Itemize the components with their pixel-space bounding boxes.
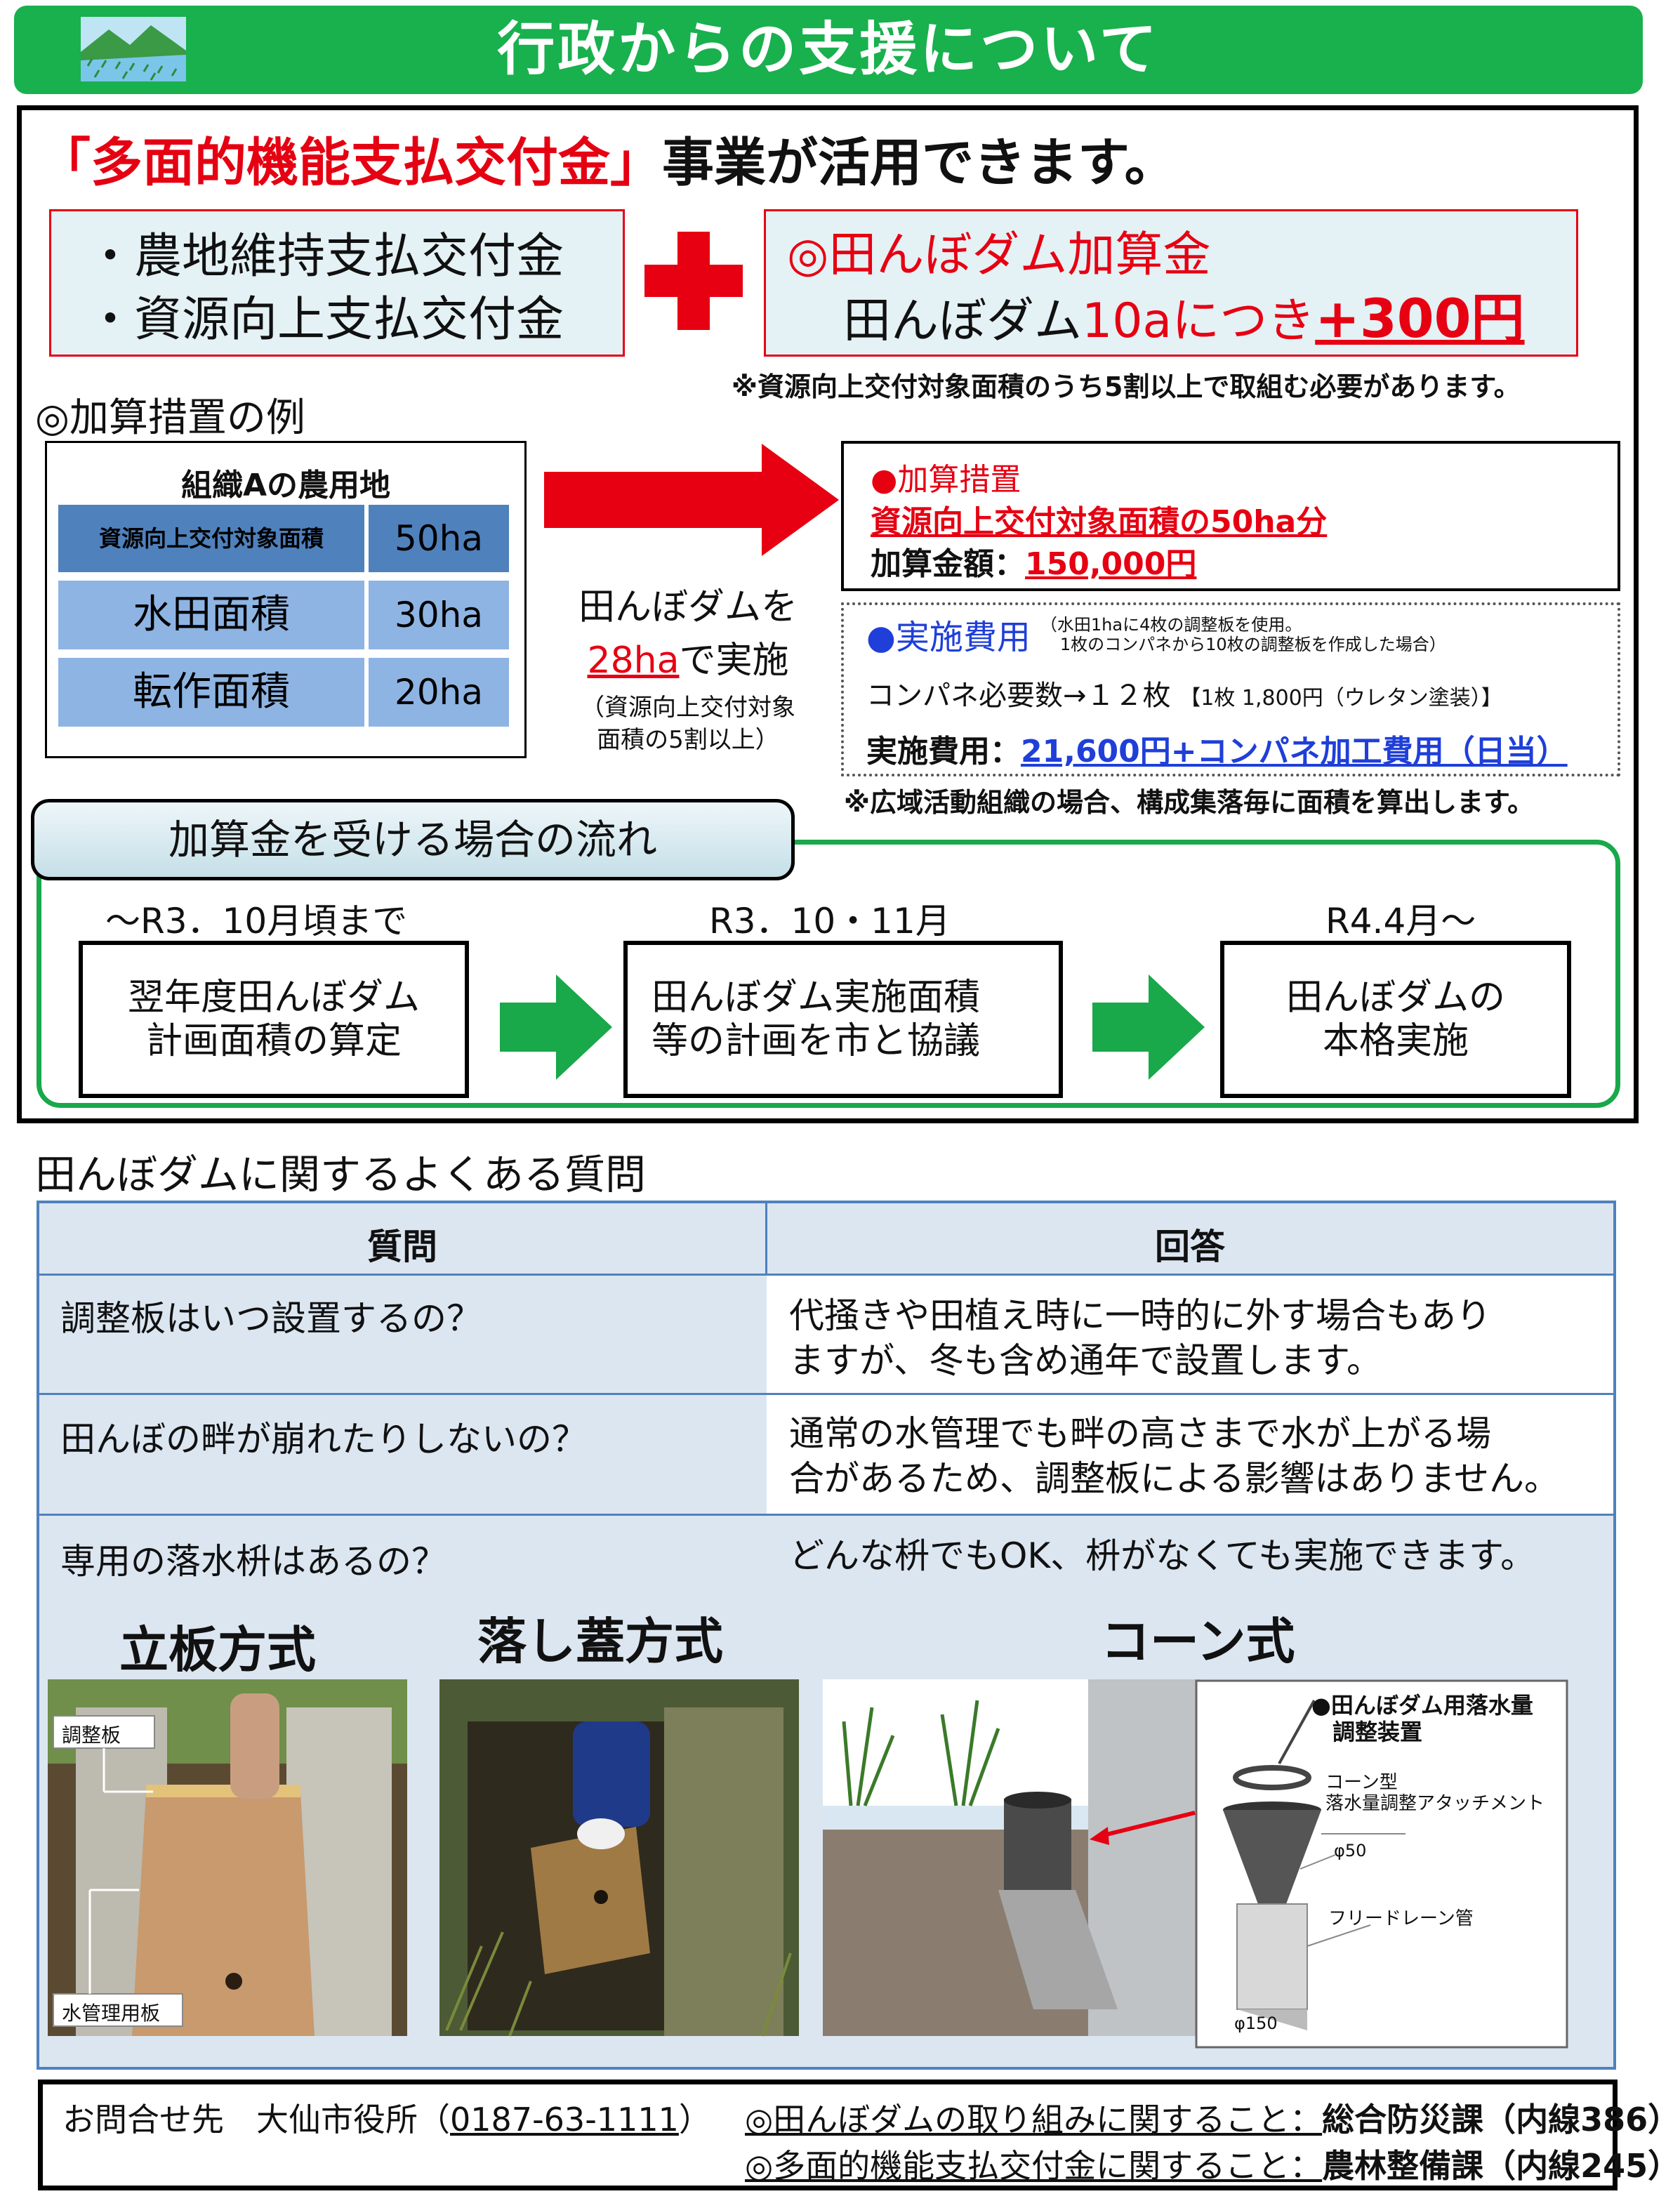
- rice-field-logo-icon: [81, 17, 186, 81]
- method-title: 落し蓋方式: [477, 1613, 723, 1670]
- drop-lid-photo: [439, 1679, 799, 2037]
- cone-device-diagram: [1195, 1679, 1568, 2049]
- bonus-title: ◎田んぼダム加算金: [787, 227, 1211, 283]
- addition-title: ●加算措置: [871, 462, 1021, 498]
- table-row: [39, 1514, 1613, 1594]
- implement-sub2: 面積の5割以上）: [597, 726, 779, 754]
- cost-panels: コンパネ必要数→１２枚 【1枚 1,800円（ウレタン塗装）】: [866, 680, 1502, 712]
- header-banner: 行政からの支援について: [14, 6, 1643, 94]
- plus-icon-vertical: [677, 232, 710, 330]
- headline: 「多面的機能支払交付金」事業が活用できます。: [39, 121, 1177, 196]
- flow-step-2: 田んぼダム実施面積等の計画を市と協議: [623, 941, 1063, 1098]
- org-area-table: 組織Aの農用地 資源向上交付対象面積 50ha 水田面積 30ha 転作面積 2…: [45, 441, 527, 758]
- cost-title: ●実施費用: [866, 618, 1031, 657]
- flow-step-1: 翌年度田んぼダム計画面積の算定: [79, 941, 469, 1098]
- requirement-note: ※資源向上交付対象面積のうち5割以上で取組む必要があります。: [732, 371, 1521, 402]
- bonus-box: ◎田んぼダム加算金 田んぼダム10aにつき+300円: [764, 209, 1578, 357]
- contact-box: お問合せ先 大仙市役所（0187-63-1111） ◎田んぼダムの取り組みに関す…: [38, 2080, 1680, 2190]
- org-row-value: 50ha: [367, 503, 510, 574]
- payments-box: ・農地維持支払交付金 ・資源向上支払交付金: [49, 209, 625, 357]
- faq-header-question: 質問: [367, 1227, 437, 1267]
- device-label: フリードレーン管: [1328, 1908, 1474, 1929]
- faq-answer-cell: [767, 1393, 1613, 1514]
- faq-header-row: [39, 1203, 1613, 1274]
- standing-board-photo: [48, 1679, 407, 2036]
- device-label: φ150: [1234, 2014, 1278, 2033]
- headline-program: 「多面的機能支払交付金」: [39, 133, 662, 193]
- flow-label: 加算金を受ける場合の流れ: [31, 799, 795, 880]
- headline-rest: 事業が活用できます。: [662, 133, 1177, 193]
- implement-line1: 田んぼダムを: [578, 586, 798, 628]
- payment-item: ・資源向上支払交付金: [86, 292, 564, 348]
- faq-answer: 代掻きや田植え時に一時的に外す場合もありますが、冬も含め通年で設置します。: [789, 1295, 1491, 1381]
- cost-box: ●実施費用 （水田1haに4枚の調整板を使用。1枚のコンパネから10枚の調整板を…: [841, 602, 1620, 776]
- addition-area: 資源向上交付対象面積の50ha分: [871, 504, 1328, 540]
- faq-answer: 通常の水管理でも畔の高さまで水が上がる場合があるため、調整板による影響はありませ…: [789, 1413, 1559, 1499]
- contact-phone[interactable]: 0187-63-1111: [450, 2101, 679, 2138]
- green-arrow-icon: [1092, 974, 1205, 1080]
- flow-date: R3．10・11月: [709, 901, 951, 941]
- flow-step-3: 田んぼダムの本格実施: [1220, 941, 1571, 1098]
- contact-office: お問合せ先 大仙市役所（0187-63-1111）: [62, 2101, 711, 2138]
- org-title: 組織Aの農用地: [180, 468, 391, 503]
- org-row-label: 水田面積: [57, 579, 366, 651]
- faq-title: 田んぼダムに関するよくある質問: [35, 1151, 647, 1198]
- faq-question: 専用の落水枡はあるの？: [60, 1541, 447, 1582]
- example-title: ◎加算措置の例: [35, 395, 305, 441]
- page-title: 行政からの支援について: [497, 16, 1160, 83]
- org-row-label: 資源向上交付対象面積: [57, 503, 366, 574]
- addition-box: ●加算措置 資源向上交付対象面積の50ha分 加算金額：150,000円: [841, 441, 1620, 591]
- area-note: ※広域活動組織の場合、構成集落毎に面積を算出します。: [844, 787, 1535, 818]
- contact-line-1: ◎田んぼダムの取り組みに関すること：総合防災課（内線386）: [745, 2101, 1680, 2138]
- faq-answer: どんな枡でもOK、枡がなくても実施できます。: [789, 1535, 1536, 1576]
- red-arrow-icon: [544, 444, 839, 556]
- implement-sub1: （資源向上交付対象: [581, 694, 795, 722]
- addition-amount: 加算金額：150,000円: [871, 546, 1197, 582]
- bonus-rate: 田んぼダム10aにつき+300円: [843, 287, 1525, 350]
- org-row-label: 転作面積: [57, 656, 366, 728]
- faq-question: 田んぼの畔が崩れたりしないの？: [60, 1419, 587, 1460]
- cost-note: （水田1haに4枚の調整板を使用。1枚のコンパネから10枚の調整板を作成した場合…: [1040, 615, 1446, 654]
- flow-section: [37, 840, 1620, 1108]
- support-section: [17, 105, 1639, 1123]
- faq-header-answer: 回答: [1155, 1227, 1225, 1267]
- flow-date: R4.4月〜: [1325, 901, 1476, 941]
- cost-header: ●実施費用 （水田1haに4枚の調整板を使用。1枚のコンパネから10枚の調整板を…: [866, 615, 1618, 660]
- method-title: 立板方式: [119, 1621, 316, 1679]
- method-title: コーン式: [1101, 1613, 1295, 1670]
- org-row-value: 30ha: [367, 579, 510, 651]
- implement-line2: 28haで実施: [587, 640, 789, 682]
- device-label: φ50: [1334, 1841, 1367, 1860]
- cost-total: 実施費用：21,600円+コンパネ加工費用（日当）: [866, 734, 1568, 769]
- payment-item: ・農地維持支払交付金: [86, 229, 564, 284]
- flow-date: 〜R3．10月頃まで: [105, 901, 408, 941]
- contact-line-2: ◎多面的機能支払交付金に関すること：農林整備課（内線245）: [745, 2147, 1680, 2185]
- faq-table: 質問 回答 調整板はいつ設置するの？ 代掻きや田植え時に一時的に外す場合もありま…: [37, 1201, 1616, 1594]
- photo-label: 調整板: [62, 1724, 121, 1747]
- green-arrow-icon: [500, 974, 612, 1080]
- cone-illustration: [823, 1679, 1201, 2036]
- device-label: コーン型落水量調整アタッチメント: [1325, 1772, 1545, 1814]
- org-row-value: 20ha: [367, 656, 510, 728]
- device-title: ●田んぼダム用落水量調整装置: [1311, 1692, 1533, 1745]
- photo-label: 水管理用板: [62, 2002, 161, 2025]
- faq-answer-cell: [767, 1274, 1613, 1393]
- faq-question: 調整板はいつ設置するの？: [60, 1298, 482, 1339]
